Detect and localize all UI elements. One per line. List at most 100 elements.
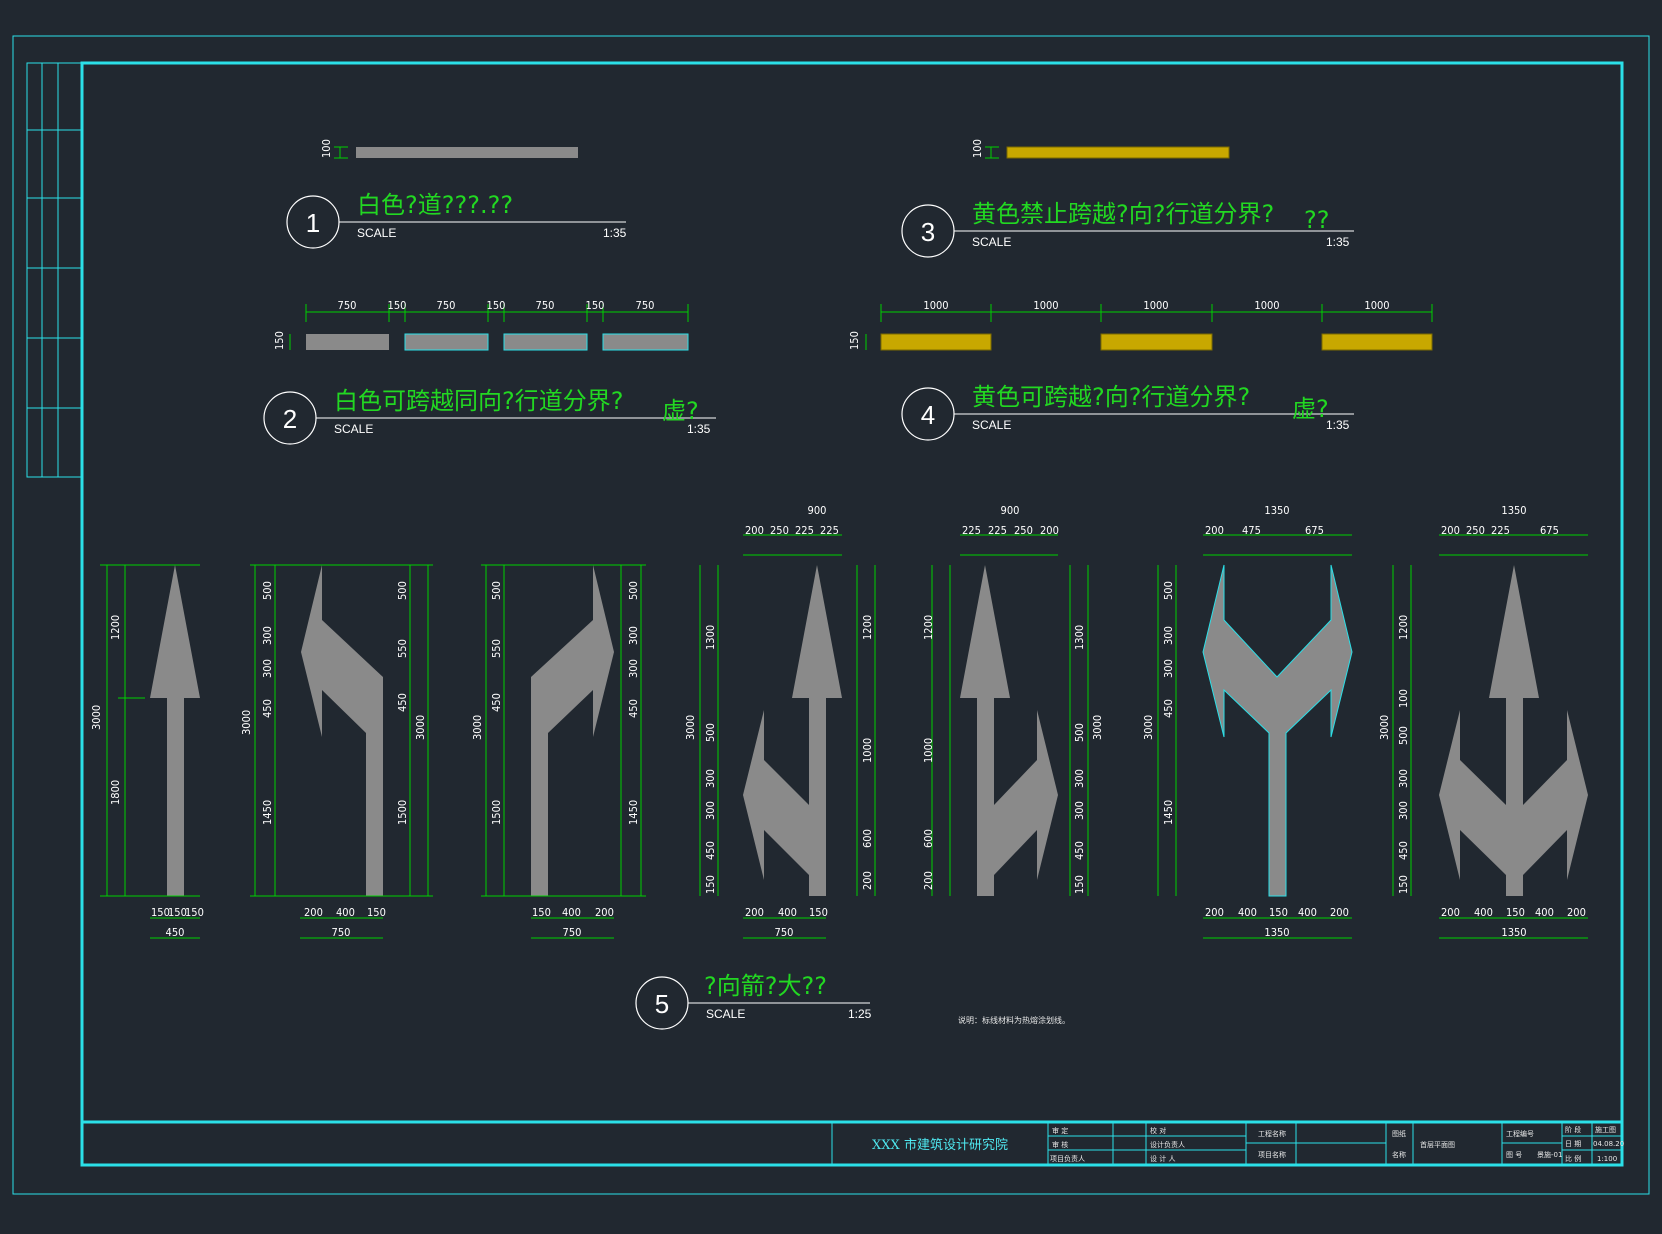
detail-5: 5 ?向箭?大?? SCALE 1:25 xyxy=(635,972,872,1030)
d1-height-dim: 100 xyxy=(320,139,333,158)
detail-4-number: 4 xyxy=(921,400,935,430)
a4-top-total: 900 xyxy=(808,504,827,517)
a4-right-1: 1000 xyxy=(861,738,874,763)
a6-left-4: 450 xyxy=(1162,699,1175,718)
d4-seg-5: 1000 xyxy=(1364,299,1389,312)
a7-bottom-1: 400 xyxy=(1474,906,1493,919)
a5-right-0: 1300 xyxy=(1073,625,1086,650)
a4-left-0: 3000 xyxy=(684,715,697,740)
a5-top-3: 200 xyxy=(1040,524,1059,537)
a5-right-6: 3000 xyxy=(1091,715,1104,740)
a2-left-2: 300 xyxy=(261,626,274,645)
a6-bottom-1: 400 xyxy=(1238,906,1257,919)
arrow-right-turn: 3000 500 550 450 1500 500 300 300 450 14… xyxy=(471,564,646,939)
a6-top-0: 200 xyxy=(1205,524,1224,537)
a5-top-2: 250 xyxy=(1014,524,1033,537)
tb-cell-18: 比 例 xyxy=(1565,1154,1581,1163)
a7-top-0: 200 xyxy=(1441,524,1460,537)
a4-right-3: 200 xyxy=(861,871,874,890)
detail-4-scale: 1:35 xyxy=(1326,418,1350,432)
a1-right-0: 1200 xyxy=(109,615,122,640)
a3-bottom-0: 150 xyxy=(532,906,551,919)
tb-cell-10: 首层平面图 xyxy=(1420,1140,1455,1149)
detail-3: 100 3 黄色禁止跨越?向?行道分界? ?? SCALE 1:35 xyxy=(901,139,1354,258)
detail-2: 750 150 750 150 750 150 750 150 2 白色可跨越同… xyxy=(263,299,716,445)
d4-seg-4: 1000 xyxy=(1254,299,1279,312)
a5-top-1: 225 xyxy=(988,524,1007,537)
a6-top-1: 475 xyxy=(1242,524,1261,537)
tb-cell-11: 工程编号 xyxy=(1506,1129,1534,1138)
a3-bottom-2: 200 xyxy=(595,906,614,919)
a3-right-1: 300 xyxy=(627,626,640,645)
a3-total: 750 xyxy=(563,926,582,939)
tb-cell-0: 审 定 xyxy=(1052,1126,1068,1135)
detail-5-number: 5 xyxy=(655,989,669,1019)
a4-left-3: 300 xyxy=(704,769,717,788)
tb-cell-5: 设 计 人 xyxy=(1150,1154,1175,1163)
arrow-straight-right: 900 225 225 250 200 1200 1000 600 200 13… xyxy=(922,504,1104,896)
a3-left-0: 3000 xyxy=(471,715,484,740)
a7-top-2: 225 xyxy=(1491,524,1510,537)
a2-bottom-1: 400 xyxy=(336,906,355,919)
a4-right-0: 1200 xyxy=(861,615,874,640)
detail-1-number: 1 xyxy=(306,208,320,238)
a4-top-3: 225 xyxy=(820,524,839,537)
d2-seg-3: 750 xyxy=(437,299,456,312)
a7-bottom-2: 150 xyxy=(1506,906,1525,919)
a6-left-3: 300 xyxy=(1162,659,1175,678)
a3-left-2: 550 xyxy=(490,639,503,658)
d4-height-dim: 150 xyxy=(848,331,861,350)
a5-top-total: 900 xyxy=(1001,504,1020,517)
a7-top-total: 1350 xyxy=(1501,504,1526,517)
a5-right-5: 150 xyxy=(1073,875,1086,894)
a5-left-0: 1200 xyxy=(922,615,935,640)
a5-right-4: 450 xyxy=(1073,841,1086,860)
a6-left-0: 3000 xyxy=(1142,715,1155,740)
a7-left-5: 300 xyxy=(1397,801,1410,820)
detail-5-title: ?向箭?大?? xyxy=(704,972,827,1000)
a4-top-1: 250 xyxy=(770,524,789,537)
detail-2-title: 白色可跨越同向?行道分界? xyxy=(334,387,623,415)
a1-bottom-2: 150 xyxy=(185,906,204,919)
company-name: XXX 市建筑设计研究院 xyxy=(872,1137,1008,1153)
a6-bottom-0: 200 xyxy=(1205,906,1224,919)
detail-3-scale: 1:35 xyxy=(1326,235,1350,249)
detail-1-scale-label: SCALE xyxy=(357,226,396,240)
detail-2-suffix: 虚? xyxy=(662,397,699,425)
a2-right-0: 500 xyxy=(396,581,409,600)
a2-left-5: 1450 xyxy=(261,800,274,825)
a2-left-3: 300 xyxy=(261,659,274,678)
a4-top-2: 225 xyxy=(795,524,814,537)
a7-bottom-0: 200 xyxy=(1441,906,1460,919)
drawing-note: 说明：标线材料为热熔涂划线。 xyxy=(958,1015,1070,1025)
a2-bottom-2: 150 xyxy=(367,906,386,919)
a4-total: 750 xyxy=(775,926,794,939)
detail-3-number: 3 xyxy=(921,217,935,247)
a5-right-2: 300 xyxy=(1073,769,1086,788)
d2-seg-7: 750 xyxy=(636,299,655,312)
tb-cell-12: 图 号 xyxy=(1506,1151,1522,1159)
a7-bottom-3: 400 xyxy=(1535,906,1554,919)
a2-left-4: 450 xyxy=(261,699,274,718)
a5-top-0: 225 xyxy=(962,524,981,537)
a1-right-1: 1800 xyxy=(109,780,122,805)
detail-2-scale-label: SCALE xyxy=(334,422,373,436)
binding-strip xyxy=(26,62,82,478)
a4-bottom-1: 400 xyxy=(778,906,797,919)
tb-cell-2: 项目负责人 xyxy=(1050,1154,1085,1163)
d4-seg-2: 1000 xyxy=(1033,299,1058,312)
a2-left-0: 3000 xyxy=(240,710,253,735)
detail-4-scale-label: SCALE xyxy=(972,418,1011,432)
tb-cell-17: 04.08.20 xyxy=(1593,1140,1624,1148)
tb-cell-6: 工程名称 xyxy=(1258,1129,1286,1138)
d3-height-dim: 100 xyxy=(971,139,984,158)
a4-bottom-0: 200 xyxy=(745,906,764,919)
yellow-solid-line xyxy=(1006,146,1230,159)
d4-seg-1: 1000 xyxy=(923,299,948,312)
arrow-left-turn: 3000 500 300 300 450 1450 500 550 450 15… xyxy=(240,564,433,939)
detail-4-title: 黄色可跨越?向?行道分界? xyxy=(972,383,1250,411)
detail-5-scale-label: SCALE xyxy=(706,1007,745,1021)
d2-seg-4: 150 xyxy=(487,299,506,312)
a2-bottom-0: 200 xyxy=(304,906,323,919)
a4-left-1: 1300 xyxy=(704,625,717,650)
